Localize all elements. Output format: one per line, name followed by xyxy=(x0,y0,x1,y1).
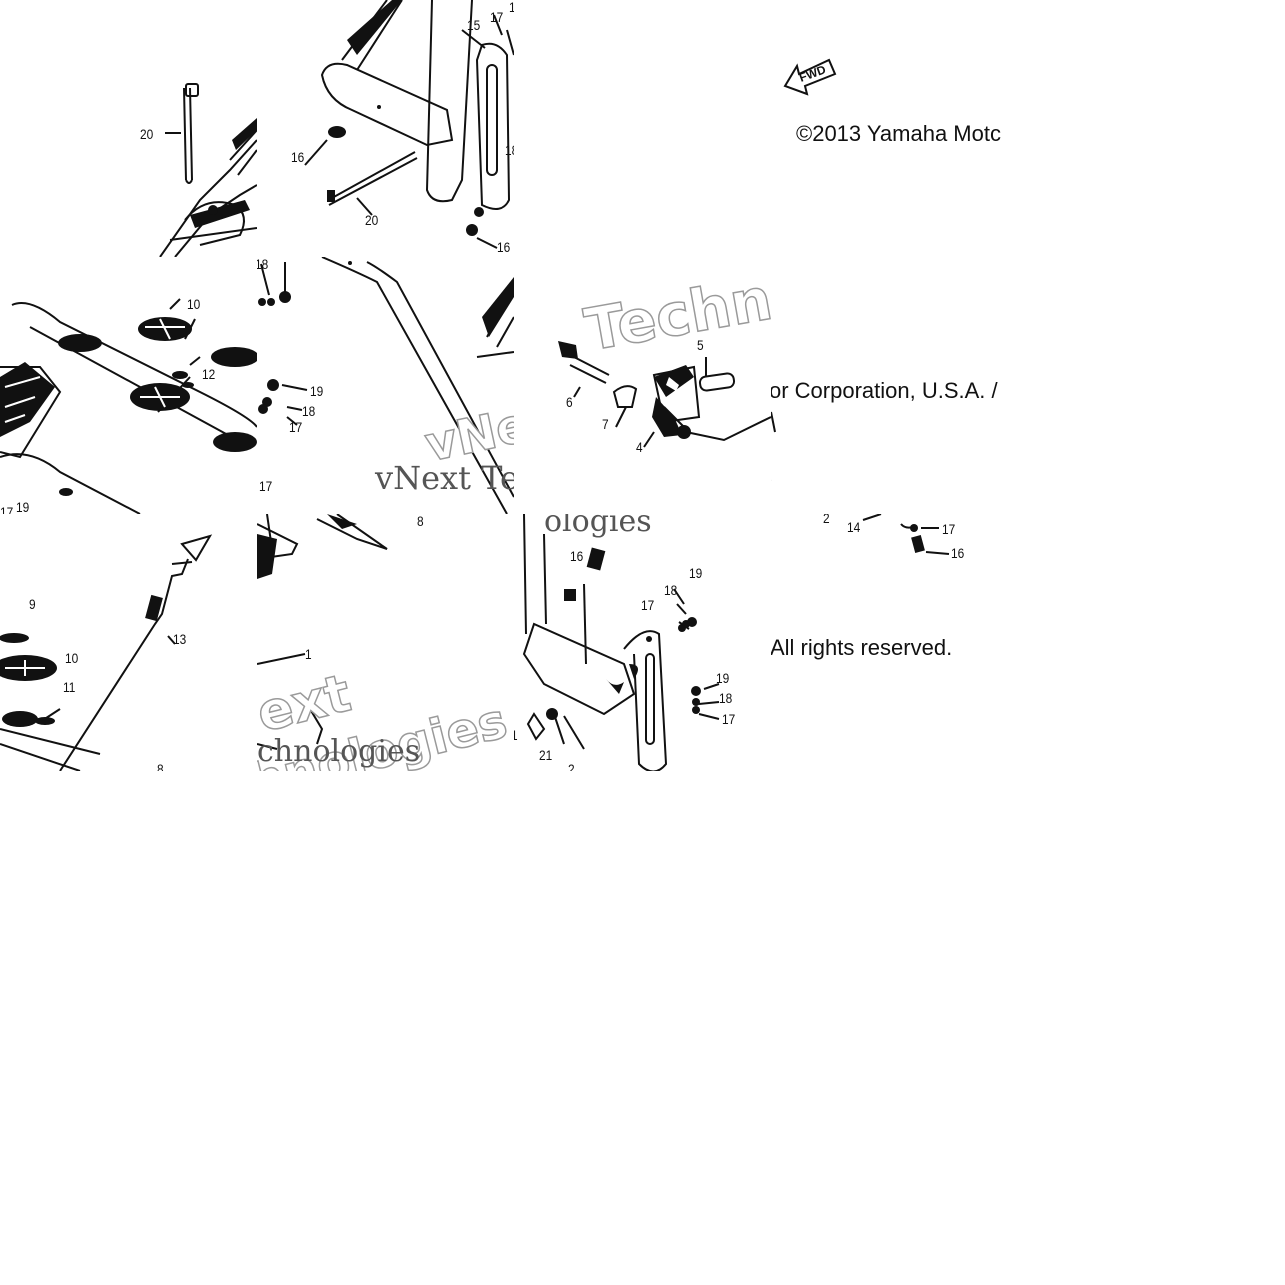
callout-number: 17 xyxy=(942,521,956,537)
frame-part-drawing xyxy=(257,514,388,750)
callout-number: 17 xyxy=(289,419,303,435)
watermark: vNext Tec xyxy=(375,459,514,497)
callout-number: 16 xyxy=(570,548,584,564)
mount-drawing xyxy=(522,514,720,771)
rod-part-drawing xyxy=(159,83,257,257)
fwd-arrow-icon: FWD xyxy=(783,58,837,96)
bolt-block-drawing xyxy=(558,341,771,448)
callout-number: 11 xyxy=(63,679,76,695)
callout-number: 8 xyxy=(417,514,424,529)
callout-number: 19 xyxy=(716,670,730,686)
callout-number: 17 xyxy=(490,9,504,25)
callout-number: 5 xyxy=(697,337,704,353)
callout-number: 14 xyxy=(847,519,861,535)
tile-rod-20: 20 xyxy=(0,0,257,257)
callout-number: 12 xyxy=(202,366,216,382)
callout-number: 8 xyxy=(157,761,164,771)
callout-number: 9 xyxy=(29,596,36,612)
callout-number: 18 xyxy=(664,582,678,598)
callout-number: 18 xyxy=(719,690,733,706)
tile-copyright-mid: or Corporation, U.S.A. / 3 xyxy=(771,257,1028,514)
wheel-plate-drawing xyxy=(0,298,257,514)
tile-cable-13: 9 10 11 13 8 xyxy=(0,514,257,771)
callout-number: 18 xyxy=(505,142,514,158)
tile-copyright-top: FWD ©2013 Yamaha Motc xyxy=(771,0,1028,257)
copyright-line-3: All rights reserved. xyxy=(771,635,953,660)
tile-bolt-6: 6 5 7 4 Techno xyxy=(514,257,771,514)
tile-copyright-bottom: 2 14 17 16 All rights reserved. xyxy=(771,514,1028,771)
callout-number: 16 xyxy=(951,545,965,561)
callout-number: 2 xyxy=(568,761,575,771)
callout-number: 21 xyxy=(539,747,553,763)
callout-number: 10 xyxy=(187,296,201,312)
bracket-part-drawing xyxy=(304,0,514,249)
tile-washers: 18 19 18 17 17 vNext Tec vNe xyxy=(257,257,514,514)
cable-drawing xyxy=(0,534,213,771)
callout-number: 4 xyxy=(636,439,643,455)
watermark: ologies xyxy=(544,514,652,539)
callout-number: 3 xyxy=(771,471,772,485)
callout-number: 17 xyxy=(641,597,655,613)
edge-stub-drawing xyxy=(771,411,776,433)
washer-bar-drawing xyxy=(258,257,514,514)
callout-number: 16 xyxy=(497,239,511,255)
callout-number: 17 xyxy=(259,478,273,494)
callout-number: 16 xyxy=(291,149,305,165)
tile-watermark: 8 1 ext hnologies chnologies xyxy=(257,514,514,771)
callout-number: 17 xyxy=(722,711,736,727)
callout-number: 20 xyxy=(365,212,379,228)
tile-bracket-15: 15 17 1 16 20 18 16 xyxy=(257,0,514,257)
callout-number: 18 xyxy=(257,257,269,272)
callout-number: 7 xyxy=(602,416,609,432)
callout-number: 19 xyxy=(16,499,30,514)
copyright-line-2: or Corporation, U.S.A. / xyxy=(771,378,998,403)
callout-number: 19 xyxy=(310,383,324,399)
callout-number: 13 xyxy=(173,631,187,647)
callout-number: 19 xyxy=(689,565,703,581)
tile-blank xyxy=(514,0,771,257)
tile-mount: 16 18 19 17 1 21 2 19 18 17 ologies xyxy=(514,514,771,771)
tile-wheels-10: 10 12 19 17 xyxy=(0,257,257,514)
callout-number: 20 xyxy=(140,126,154,142)
callout-number: 15 xyxy=(467,17,481,33)
callout-number: 2 xyxy=(823,514,830,526)
callout-number: 1 xyxy=(509,0,514,14)
callout-number: 17 xyxy=(0,504,14,514)
callout-number: 1 xyxy=(305,646,312,662)
callout-number: 1 xyxy=(514,728,518,742)
copyright-line-1: ©2013 Yamaha Motc xyxy=(796,121,1001,146)
callout-number: 10 xyxy=(65,650,79,666)
watermark: chnologies xyxy=(257,734,421,769)
callout-number: 6 xyxy=(566,394,573,410)
callout-number: 18 xyxy=(302,403,316,419)
screw-drawing xyxy=(862,514,950,555)
